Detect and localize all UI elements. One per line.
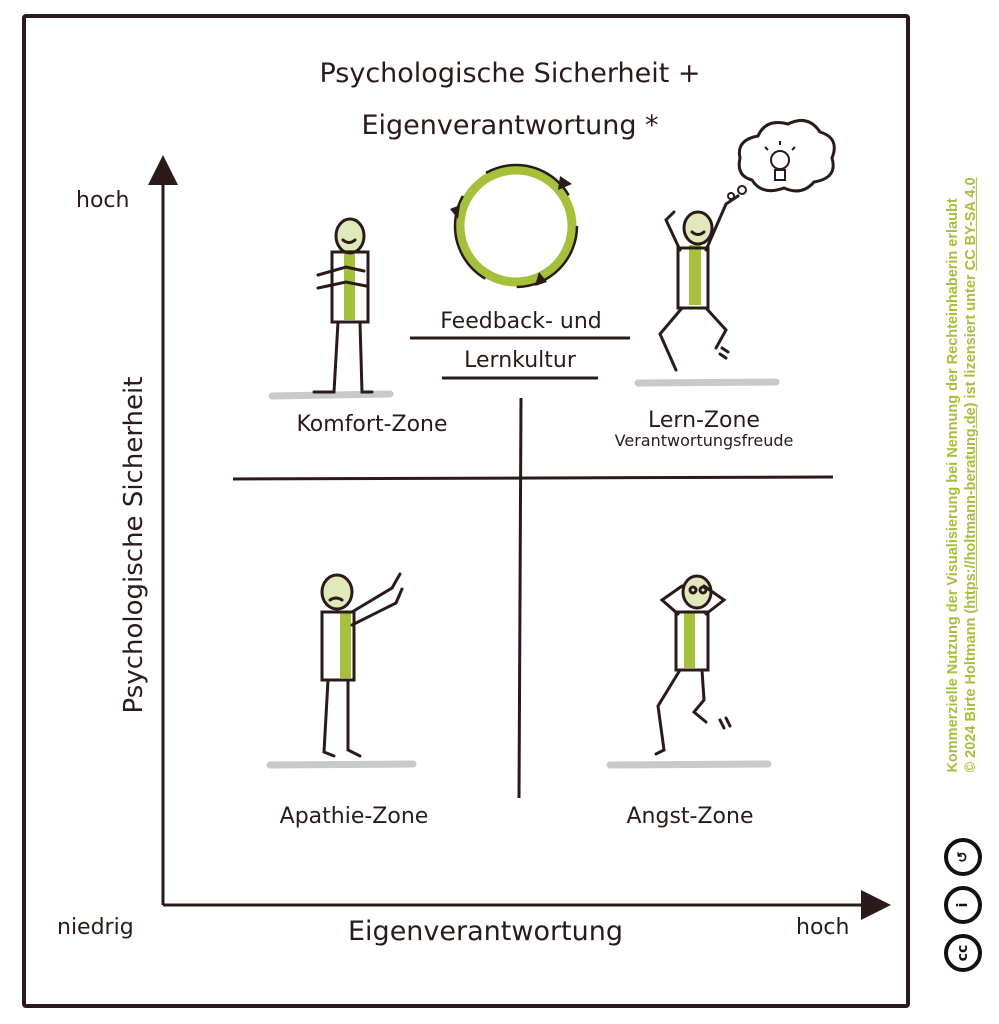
lern-zone-figure [658,194,740,372]
quadrant-divider-horizontal [232,475,834,481]
quadrant-divider-vertical [517,397,523,799]
x-axis-label: Eigenverantwortung [348,916,624,947]
ground-shadow-angst [606,760,772,769]
x-axis-high-label: hoch [796,915,850,940]
x-axis-low-label: niedrig [57,915,134,940]
angst-zone-figure [654,574,732,756]
y-axis-high-label: hoch [76,188,130,213]
ground-shadow-apathie [266,760,417,769]
license-credit: Kommerzielle Nutzung der Visualisierung … [944,177,980,772]
credit-link[interactable]: https://holtmann-beratung.de [963,407,979,609]
outer-frame [22,14,910,1008]
zone-label-komfort: Komfort-Zone [296,412,448,437]
zone-sublabel-lern: Verantwortungsfreude [614,431,794,450]
credit-line-2-mid: ) ist lizensiert unter [963,270,979,408]
title-line-2: Eigenverantwortung * [361,110,659,141]
zone-label-lern: Lern-Zone [648,408,760,433]
center-label-line-2: Lernkultur [464,348,576,373]
ground-shadow-komfort [268,390,394,400]
credit-line-2-pre: © 2024 Birte Holtmann ( [963,608,979,773]
credit-license-link[interactable]: CC BY-SA 4.0 [963,177,979,271]
apathie-zone-figure [320,572,404,758]
ground-shadow-lern [634,378,780,387]
cc-license-badges: ↺ i cc [944,838,988,982]
komfort-zone-figure [312,217,374,394]
credit-line-2: © 2024 Birte Holtmann (https://holtmann-… [962,177,980,772]
zone-label-apathie: Apathie-Zone [279,804,429,829]
creative-commons-icon: cc [944,934,982,972]
lightbulb-idea-icon [727,118,836,200]
y-axis-label: Psychologische Sicherheit [119,376,149,714]
center-label-line-1: Feedback- und [440,309,602,334]
share-alike-icon: ↺ [944,838,982,876]
zone-label-angst: Angst-Zone [626,804,754,829]
attribution-icon: i [944,886,982,924]
title-line-1: Psychologische Sicherheit + [319,58,701,89]
cycle-arrows-icon [450,163,579,289]
credit-line-1: Kommerzielle Nutzung der Visualisierung … [944,198,961,773]
